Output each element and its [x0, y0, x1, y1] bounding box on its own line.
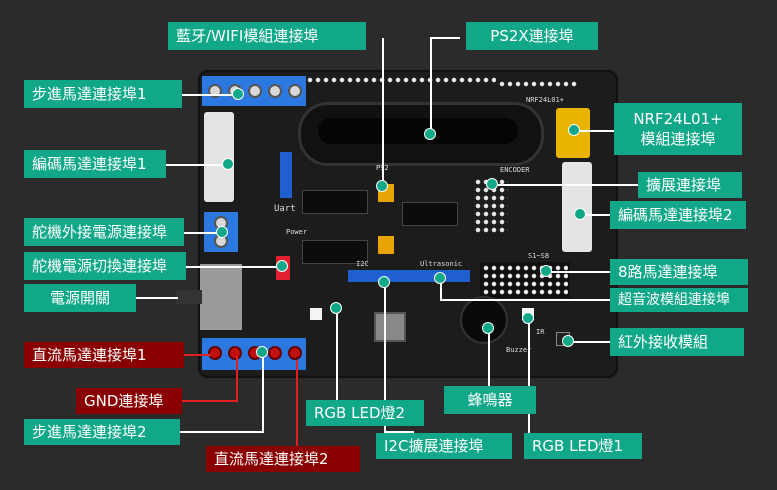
encoder1-connector — [204, 112, 234, 202]
marker-dot — [232, 88, 244, 100]
i2c-silk: I2C — [356, 260, 369, 268]
leader-motor8 — [546, 271, 610, 273]
leader-dc2 — [296, 360, 298, 456]
dc-motor-screw — [208, 346, 222, 360]
rgb-led-2 — [310, 308, 322, 320]
nrf-silk: NRF24L01+ — [526, 96, 564, 104]
leader-encoder1 — [166, 164, 228, 166]
dc-motor-screw — [268, 346, 282, 360]
label-nrf: NRF24L01+ 模組連接埠 — [614, 103, 742, 155]
ir-silk: IR — [536, 328, 545, 336]
marker-dot — [562, 335, 574, 347]
uart-header — [280, 152, 292, 198]
label-ultrasonic: 超音波模組連接埠 — [610, 288, 748, 312]
leader-power-switch — [136, 297, 178, 299]
leader-dc1 — [183, 354, 211, 356]
dc-motor-screw — [228, 346, 242, 360]
buzzer-part — [460, 296, 508, 344]
marker-dot — [486, 178, 498, 190]
marker-dot — [424, 128, 436, 140]
marker-dot — [434, 272, 446, 284]
leader-ultrasonic-v — [440, 278, 442, 300]
leader-nrf — [574, 130, 614, 132]
marker-dot — [256, 346, 268, 358]
inductor — [374, 312, 406, 342]
leader-i2c-h — [384, 431, 414, 433]
leader-stepper2 — [262, 350, 264, 432]
s1s8-silk: S1~S8 — [528, 252, 550, 260]
i2c-header — [348, 270, 440, 282]
uart-silk: Uart — [274, 204, 296, 214]
leader-servo-power — [183, 232, 221, 234]
label-encoder2: 編碼馬達連接埠2 — [610, 201, 746, 229]
stepper1-screw — [248, 84, 262, 98]
label-stepper2: 步進馬達連接埠2 — [24, 419, 180, 445]
label-gnd: GND連接埠 — [76, 388, 182, 414]
power-switch-lever — [176, 290, 202, 304]
leader-rgb1 — [528, 318, 530, 436]
leader-ir — [568, 341, 610, 343]
leader-ps2x-h — [430, 37, 460, 39]
leader-ps2x — [430, 38, 432, 134]
marker-dot — [574, 208, 586, 220]
motor8-pins — [482, 264, 568, 296]
stepper1-screw — [288, 84, 302, 98]
label-power-switch: 電源開關 — [24, 284, 136, 312]
ps2-socket-slot — [318, 118, 518, 144]
capacitor-2 — [378, 236, 394, 254]
leader-gnd — [182, 400, 238, 402]
marker-dot — [222, 158, 234, 170]
marker-dot — [482, 322, 494, 334]
label-stepper1: 步進馬達連接埠1 — [24, 80, 182, 108]
leader-servo-switch — [186, 266, 280, 268]
label-i2c: I2C擴展連接埠 — [376, 433, 512, 459]
stepper1-screw — [268, 84, 282, 98]
label-ps2x: PS2X連接埠 — [466, 22, 598, 50]
label-buzzer: 蜂鳴器 — [444, 386, 536, 414]
ultrasonic-header — [426, 270, 470, 282]
leader-buzzer — [488, 328, 490, 386]
marker-dot — [568, 124, 580, 136]
label-dc2: 直流馬達連接埠2 — [206, 446, 360, 472]
marker-dot — [378, 276, 390, 288]
label-bt-wifi: 藍牙/WIFI模組連接埠 — [168, 22, 366, 50]
marker-dot — [540, 265, 552, 277]
buzzer-silk: Buzzer — [506, 346, 532, 354]
dc-motor-screw — [288, 346, 302, 360]
leader-gnd-v — [236, 356, 238, 402]
power-switch-part — [200, 264, 242, 330]
ic-chip-2 — [302, 240, 368, 264]
encoder2-connector — [562, 162, 592, 252]
leader-stepper1 — [181, 94, 237, 96]
label-rgb1: RGB LED燈1 — [524, 433, 642, 459]
label-dc1: 直流馬達連接埠1 — [24, 342, 184, 368]
marker-dot — [330, 302, 342, 314]
ic-chip-1 — [302, 190, 368, 214]
label-ir: 紅外接收模組 — [610, 328, 744, 356]
controller-board: NRF24L01+ PS2 ENCODER Uart Power S1~S8 I… — [198, 70, 618, 378]
encoder-silk: ENCODER — [500, 166, 530, 174]
label-servo-switch: 舵機電源切換連接埠 — [24, 252, 186, 280]
label-rgb2: RGB LED燈2 — [306, 400, 424, 426]
leader-expansion — [492, 184, 638, 186]
leader-rgb2 — [336, 308, 338, 402]
marker-dot — [376, 180, 388, 192]
top-header-pins — [306, 76, 496, 84]
leader-encoder2 — [580, 214, 610, 216]
leader-ultrasonic — [440, 299, 610, 301]
leader-i2c — [384, 282, 386, 432]
marker-dot — [276, 260, 288, 272]
label-encoder1: 編碼馬達連接埠1 — [24, 150, 166, 178]
marker-dot — [216, 226, 228, 238]
top-header-pins-right — [498, 80, 578, 88]
marker-dot — [522, 312, 534, 324]
label-expansion: 擴展連接埠 — [638, 172, 742, 198]
label-motor8: 8路馬達連接埠 — [610, 259, 748, 285]
label-servo-power: 舵機外接電源連接埠 — [24, 218, 184, 246]
leader-bt-wifi — [382, 38, 384, 186]
ultrasonic-silk: Ultrasonic — [420, 260, 463, 268]
leader-stepper2-h — [180, 431, 264, 433]
power-silk: Power — [286, 228, 308, 236]
ic-chip-3 — [402, 202, 458, 226]
